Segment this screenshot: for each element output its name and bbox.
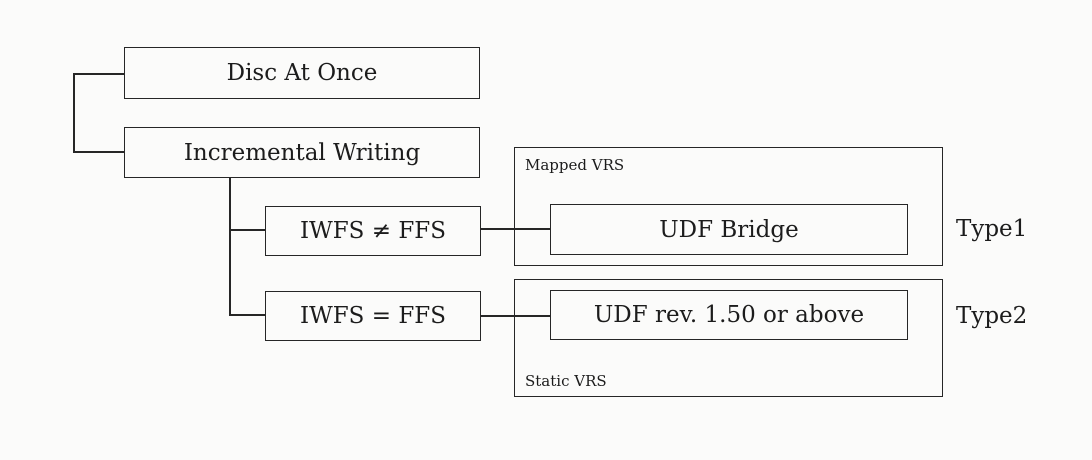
type1-label: Type1 xyxy=(956,216,1028,242)
mapped-vrs-group: Mapped VRS xyxy=(514,147,943,266)
static-vrs-label: Static VRS xyxy=(525,372,607,390)
static-vrs-group: Static VRS xyxy=(514,279,943,397)
type2-label: Type2 xyxy=(956,303,1028,329)
connector-iwfs-eq-to-udf-rev xyxy=(480,315,551,317)
connector-to-incremental-writing xyxy=(73,151,125,153)
connector-to-disc-at-once xyxy=(73,73,125,75)
disc-at-once-node: Disc At Once xyxy=(124,47,480,99)
connector-root-vertical xyxy=(73,73,75,153)
udf-bridge-node: UDF Bridge xyxy=(550,204,908,255)
iwfs-eq-ffs-node: IWFS = FFS xyxy=(265,291,481,341)
iwfs-ne-ffs-node: IWFS ≠ FFS xyxy=(265,206,481,256)
connector-branch-vertical xyxy=(229,177,231,316)
connector-to-iwfs-eq-ffs xyxy=(229,314,266,316)
udf-rev-node: UDF rev. 1.50 or above xyxy=(550,290,908,340)
mapped-vrs-label: Mapped VRS xyxy=(525,156,625,174)
connector-to-iwfs-ne-ffs xyxy=(229,229,266,231)
connector-iwfs-ne-to-udf-bridge xyxy=(480,228,551,230)
incremental-writing-node: Incremental Writing xyxy=(124,127,480,178)
